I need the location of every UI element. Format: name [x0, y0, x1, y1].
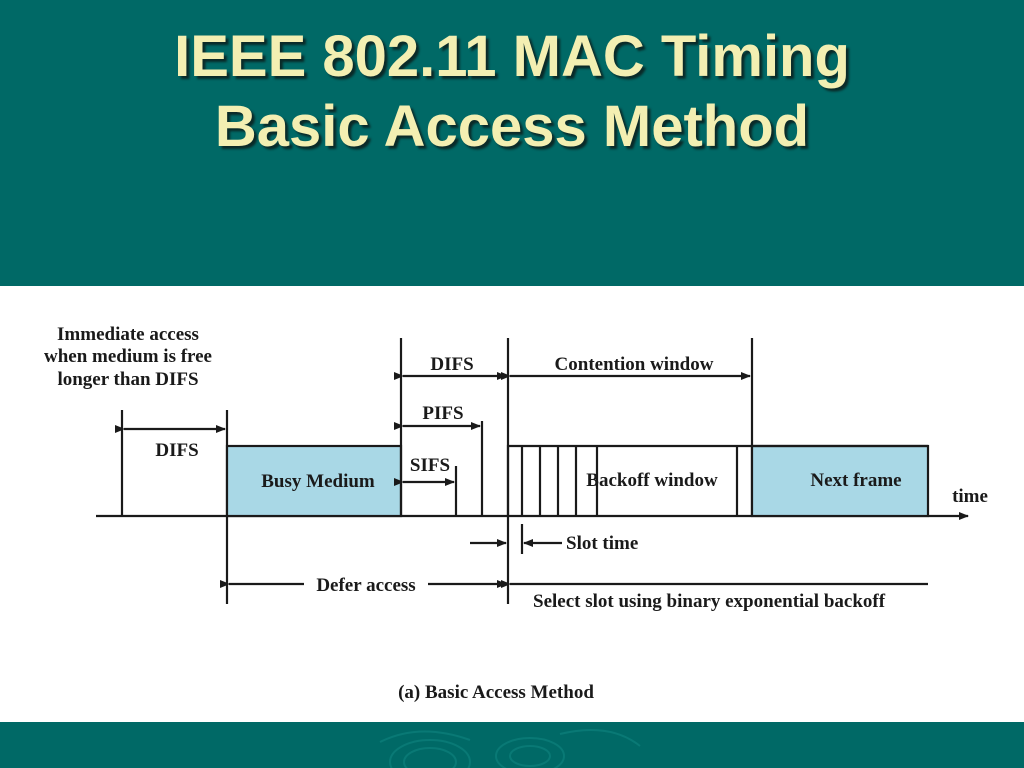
diagram-caption: (a) Basic Access Method — [398, 682, 594, 703]
mac-timing-diagram: Immediate access when medium is free lon… — [44, 324, 988, 703]
immediate-access-line-1: Immediate access — [57, 324, 199, 345]
time-label: time — [952, 486, 988, 507]
busy-medium-label: Busy Medium — [261, 471, 375, 492]
sifs-label: SIFS — [410, 455, 450, 476]
difs-top-label: DIFS — [430, 354, 473, 375]
slide-title: IEEE 802.11 MAC Timing Basic Access Meth… — [0, 22, 1024, 162]
immediate-access-line-3: longer than DIFS — [57, 369, 198, 390]
next-frame-box — [750, 444, 930, 518]
title-line-2: Basic Access Method — [214, 94, 810, 159]
slot-time-label: Slot time — [566, 533, 638, 554]
difs-left-label: DIFS — [155, 440, 198, 461]
title-line-1: IEEE 802.11 MAC Timing — [174, 24, 850, 89]
backoff-window-label: Backoff window — [586, 470, 718, 491]
contention-window-label: Contention window — [555, 354, 714, 375]
busy-medium-box — [225, 444, 403, 518]
immediate-access-line-2: when medium is free — [44, 346, 212, 367]
next-frame-label: Next frame — [810, 470, 901, 491]
select-slot-label: Select slot using binary exponential bac… — [533, 591, 886, 612]
footer-swirl-decoration — [379, 729, 641, 768]
defer-access-label: Defer access — [316, 575, 415, 596]
pifs-label: PIFS — [422, 403, 463, 424]
backoff-window-outline — [506, 444, 752, 516]
diagram-panel: Immediate access when medium is free lon… — [0, 286, 1024, 722]
